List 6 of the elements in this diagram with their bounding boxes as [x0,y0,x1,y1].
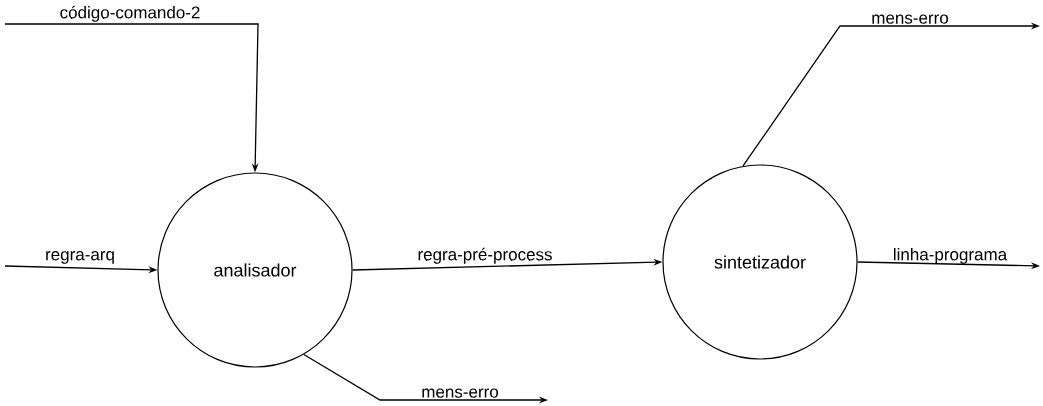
edge-label: código-comando-2 [60,5,200,22]
edge-label: mens-erro [422,388,498,398]
edge-label: mens-erro [872,14,948,24]
edge-label: regra-arq [46,251,114,264]
edge-label: regra-pré-process [418,247,552,264]
edge-label: linha-programa [894,247,1008,264]
